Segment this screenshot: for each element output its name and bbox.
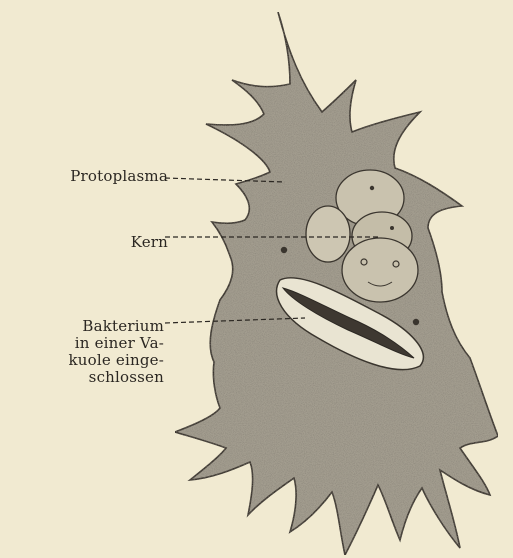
label-kern: Kern [60, 234, 168, 251]
label-bakterium-line: schlossen [4, 369, 164, 386]
nucleus-left [306, 206, 350, 262]
label-bakterium-line: kuole einge- [4, 352, 164, 369]
label-bakterium-line: in einer Va- [4, 335, 164, 352]
label-protoplasma: Protoplasma [4, 168, 168, 185]
granule [413, 319, 419, 325]
cell-body [175, 12, 498, 555]
granule [281, 247, 287, 253]
label-bakterium: Bakterium in einer Va- kuole einge- schl… [4, 318, 164, 386]
nucleus-bottom [342, 238, 418, 302]
label-bakterium-line: Bakterium [4, 318, 164, 335]
